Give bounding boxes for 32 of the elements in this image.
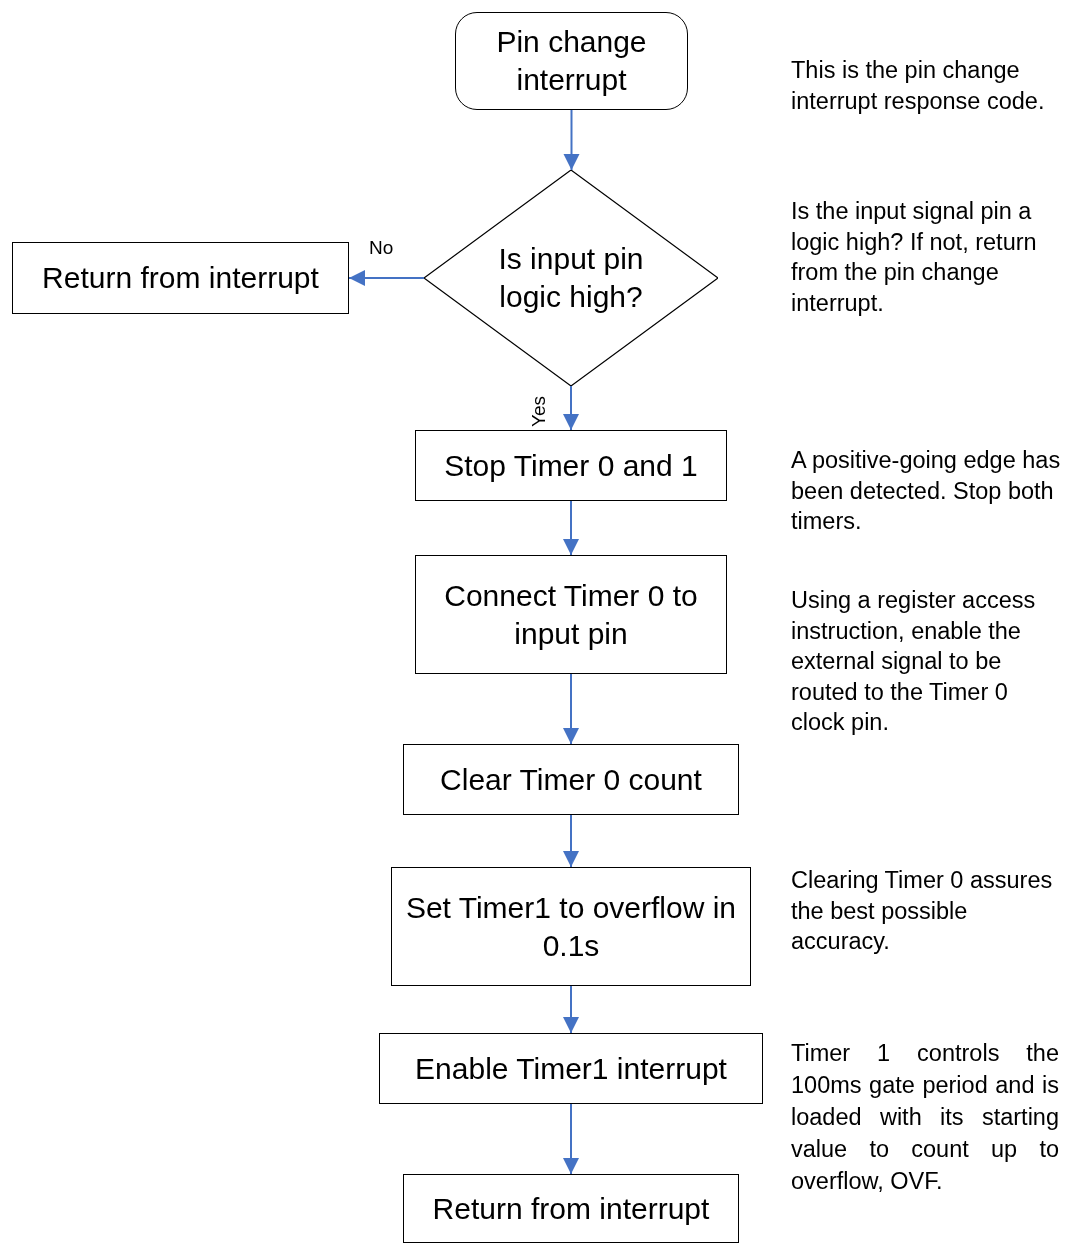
arrow (563, 814, 579, 868)
node-text: Return from interrupt (41, 260, 320, 296)
note-text: A positive-going edge has been detected. Stop both timers. (791, 446, 1062, 536)
arrow (563, 500, 579, 556)
process-box (415, 555, 727, 674)
note-text: This is the pin change interrupt response code. (791, 56, 1046, 116)
arrow (563, 385, 579, 431)
note-text: Timer 1 controls the 100ms gate period and is loaded with its starting value to count up to overflow, OVF. (791, 1039, 1059, 1196)
node-text: Set Timer1 to overflow in 0.1s (404, 889, 738, 964)
node-text: Stop Timer 0 and 1 (443, 447, 699, 484)
decision-diamond (424, 170, 718, 386)
arrow (348, 270, 425, 286)
note-text: Is the input signal pin a logic high? If not, return from the pin change interrupt. (791, 197, 1038, 318)
note-text: Clearing Timer 0 assures the best possible accuracy. (791, 866, 1054, 956)
arrow (563, 109, 580, 171)
process-box (415, 430, 727, 501)
process-box (379, 1033, 763, 1104)
node-text: Connect Timer 0 to input pin (443, 577, 699, 652)
node-text: Is input pin logic high? (497, 241, 645, 315)
process-box (391, 867, 751, 986)
note-text: Using a register access instruction, enable the external signal to be routed to the Timer 0 clock pin. (791, 586, 1037, 737)
arrow (563, 1103, 579, 1175)
process-box (403, 1174, 739, 1243)
process-box (12, 242, 349, 314)
arrow (563, 985, 579, 1034)
node-text: Pin change interrupt (495, 24, 648, 98)
process-box (403, 744, 739, 815)
terminator-box (455, 12, 688, 110)
node-text: Enable Timer1 interrupt (414, 1050, 728, 1087)
arrow (563, 673, 579, 745)
node-text: Return from interrupt (431, 1190, 711, 1227)
node-text: Clear Timer 0 count (439, 761, 703, 798)
